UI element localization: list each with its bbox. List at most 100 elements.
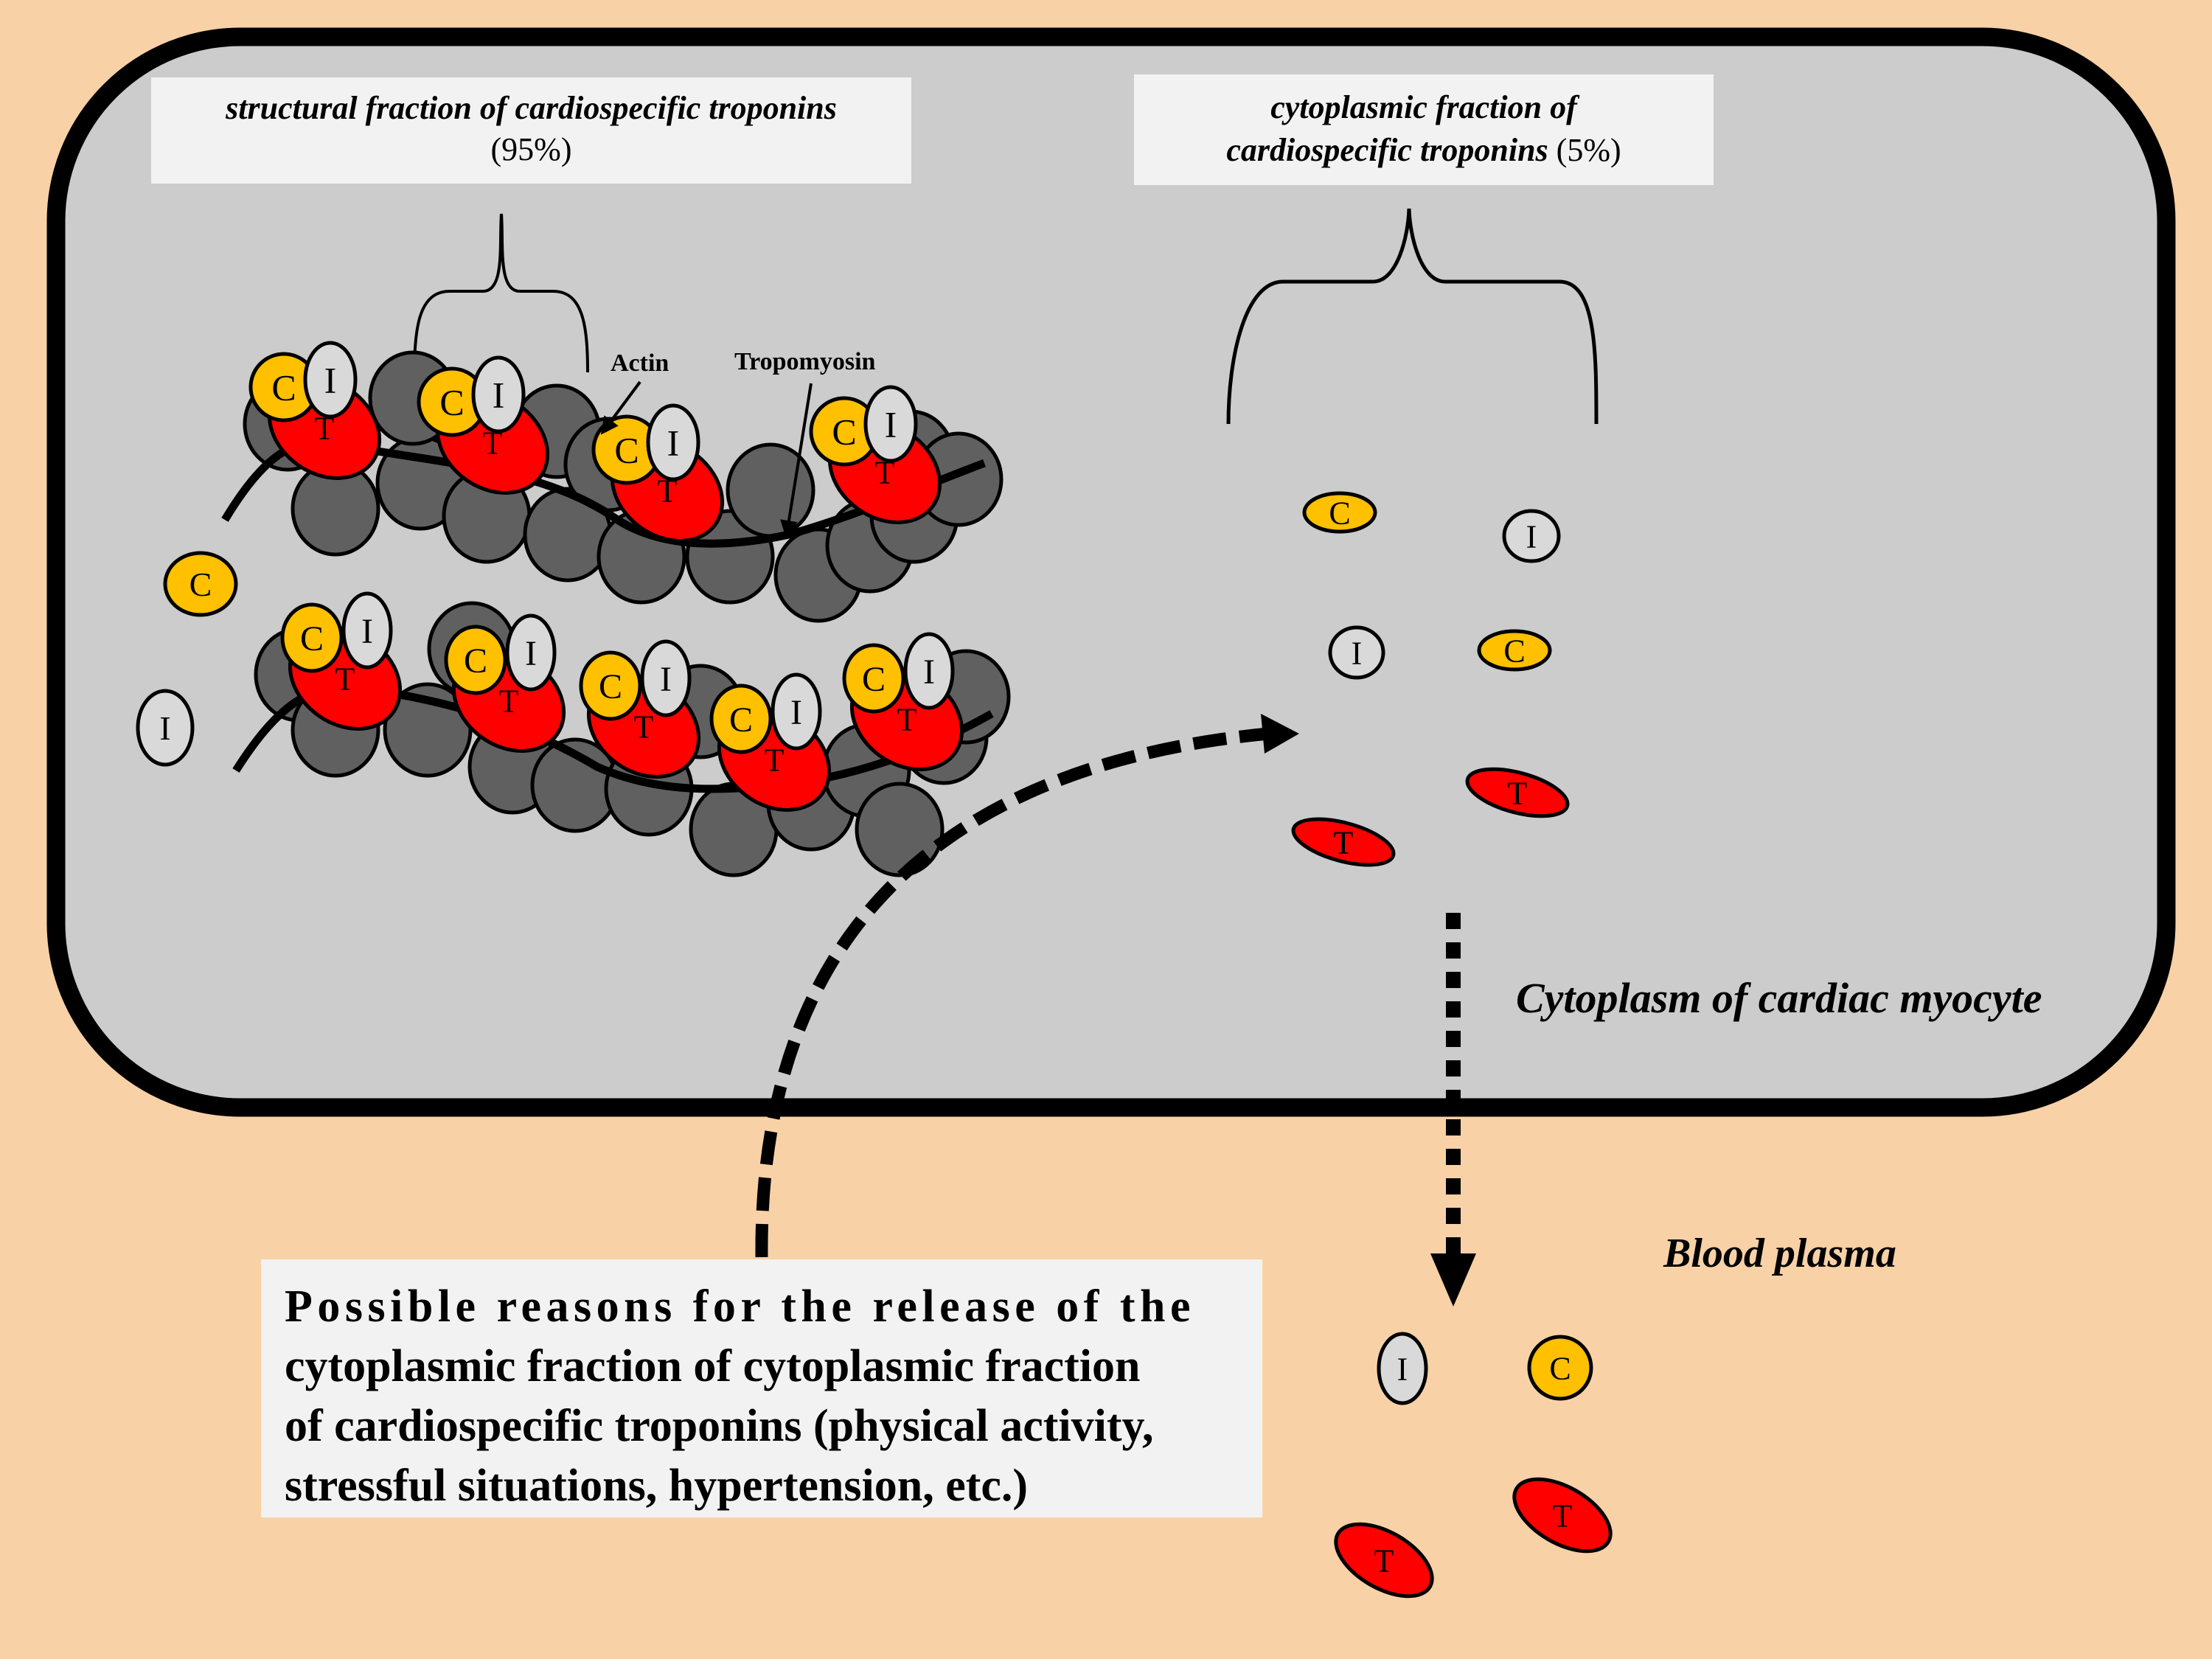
troponin-c-letter: C: [189, 566, 212, 603]
troponin-i-letter: I: [885, 404, 897, 445]
troponin-i-shape: [640, 639, 692, 717]
troponin-c-subunit: C: [842, 643, 905, 714]
troponin-c-letter: C: [599, 667, 622, 706]
cytoplasmic-free-troponin-t: T: [1291, 817, 1396, 867]
release-reasons-line-3: of cardiospecific troponins (physical ac…: [285, 1401, 1154, 1451]
troponin-t-letter: T: [1374, 1543, 1394, 1579]
troponin-i-letter: I: [1526, 518, 1537, 554]
release-trigger-arrowhead: [1261, 714, 1299, 754]
troponin-t-shape: [1334, 1522, 1434, 1599]
troponin-i-shape: [303, 341, 358, 419]
structural-fraction-title: structural fraction of cardiospecific tr…: [226, 90, 837, 126]
cytoplasmic-fraction-title-line2: cardiospecific troponins: [1226, 132, 1548, 168]
troponin-c-shape: [709, 684, 773, 754]
troponin-i-subunit: I: [863, 385, 918, 463]
troponin-i-shape: [771, 672, 822, 751]
troponin-c-shape: [1302, 491, 1377, 534]
cytoplasmic-free-troponin-t: T: [1465, 767, 1570, 818]
cytoplasm-region-label: Cytoplasm of cardiac myocyte: [1516, 974, 2042, 1022]
release-trigger-arrow: [755, 727, 1269, 1258]
troponin-c-letter: C: [614, 430, 639, 471]
troponin-i-shape: [1502, 509, 1561, 563]
troponin-i-subunit: I: [771, 672, 822, 751]
troponin-c-letter: C: [464, 641, 487, 681]
cytoplasmic-bracket: [1226, 208, 1599, 425]
blood-plasma-region-label: Blood plasma: [1663, 1231, 1896, 1276]
troponin-i-letter: I: [660, 660, 672, 699]
release-reasons-line-4: stressful situations, hypertension, etc.…: [285, 1461, 1029, 1511]
troponin-i-letter: I: [493, 375, 505, 416]
troponin-t-letter: T: [634, 709, 654, 745]
troponin-t-letter: T: [1553, 1498, 1573, 1534]
tropomyosin-label: Tropomyosin: [734, 348, 876, 375]
troponin-t-letter: T: [499, 683, 519, 719]
troponin-c-shape: [444, 625, 507, 695]
troponin-i-shape: [341, 591, 393, 669]
troponin-t-letter: T: [1334, 824, 1354, 860]
troponin-c-shape: [842, 643, 905, 714]
structural-fraction-percent: (95%): [490, 131, 572, 167]
troponin-c-subunit: C: [417, 366, 487, 437]
troponin-c-subunit: C: [280, 602, 344, 673]
troponin-i-subunit: I: [303, 341, 358, 419]
structural-free-troponin-c: C: [163, 551, 238, 617]
cytoplasmic-free-troponin-i: I: [1502, 509, 1561, 563]
troponin-i-letter: I: [361, 612, 373, 651]
troponin-i-shape: [863, 385, 918, 463]
release-reasons-box: Possible reasons for the release of the …: [261, 1259, 1262, 1517]
release-reasons-line-2: cytoplasmic fraction of cytoplasmic frac…: [285, 1341, 1141, 1391]
troponin-c-letter: C: [832, 411, 856, 453]
troponin-t-letter: T: [335, 661, 355, 697]
troponin-c-shape: [1477, 629, 1552, 672]
troponin-c-shape: [280, 602, 344, 673]
troponin-t-letter: T: [897, 701, 917, 737]
troponin-i-shape: [903, 632, 955, 710]
troponin-c-letter: C: [1549, 1350, 1571, 1386]
troponin-i-shape: [136, 689, 195, 767]
troponin-i-letter: I: [324, 360, 337, 401]
blood-free-troponin-c: C: [1527, 1335, 1593, 1401]
actin-annotation: Actin: [600, 349, 669, 435]
troponin-c-subunit: C: [709, 684, 773, 754]
troponin-c-subunit: C: [579, 650, 642, 721]
release-to-blood-arrowhead: [1430, 1253, 1476, 1307]
troponin-c-subunit: C: [248, 352, 319, 422]
troponin-i-subunit: I: [505, 613, 557, 692]
structural-fraction-label: structural fraction of cardiospecific tr…: [151, 77, 911, 184]
structural-free-troponin-i: I: [136, 689, 195, 767]
actin-pointer-arrow: [600, 380, 641, 435]
troponin-t-letter: T: [1508, 775, 1528, 811]
troponin-i-shape: [646, 403, 700, 481]
cytoplasmic-fraction-title-line1: cytoplasmic fraction of: [1270, 89, 1577, 125]
troponin-t-shape: [1512, 1477, 1613, 1554]
cardiac-myocyte-cell: [46, 27, 2176, 1117]
troponin-c-shape: [163, 551, 238, 617]
troponin-t-shape: [1291, 817, 1396, 867]
troponin-i-letter: I: [1352, 635, 1363, 671]
troponin-c-letter: C: [729, 700, 753, 740]
troponin-i-subunit: I: [640, 639, 692, 717]
actin-monomer: [855, 782, 945, 877]
troponin-i-letter: I: [525, 634, 537, 673]
troponin-t-shape: [1465, 767, 1570, 818]
troponin-c-letter: C: [271, 367, 296, 408]
cytoplasmic-free-troponin-c: C: [1302, 491, 1377, 534]
troponin-c-shape: [579, 650, 642, 721]
troponin-i-letter: I: [1397, 1351, 1408, 1387]
blood-free-troponin-t: T: [1334, 1522, 1434, 1599]
troponin-c-letter: C: [1503, 633, 1525, 669]
troponin-i-shape: [471, 355, 526, 434]
troponin-i-letter: I: [667, 422, 680, 464]
cytoplasmic-free-troponin-i: I: [1328, 625, 1385, 680]
